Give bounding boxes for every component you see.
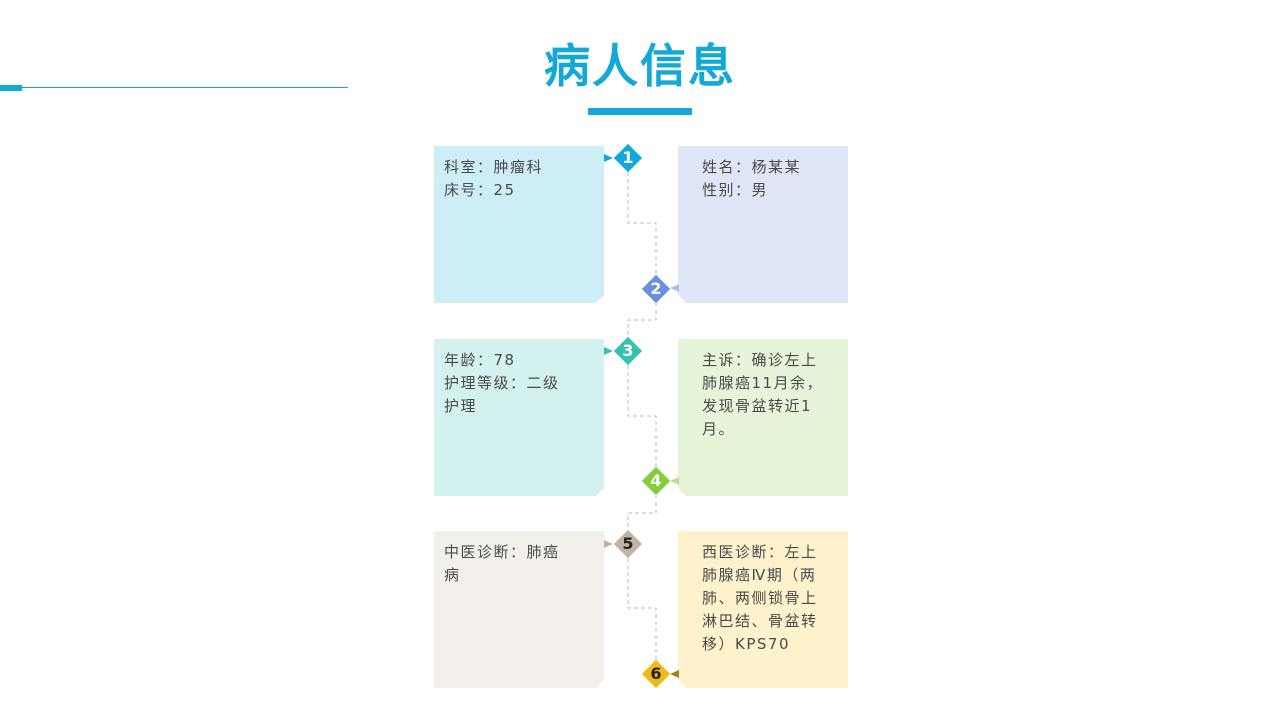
title-underline [588,108,692,115]
step-number: 1 [622,148,634,167]
pointer-triangle [670,670,679,678]
step-badge: 5 [613,529,643,559]
step-number: 2 [650,279,662,298]
info-card-name: 姓名：杨某某 性别：男 [678,146,848,303]
header-decorative-block [0,85,22,91]
pointer-triangle [670,477,679,485]
step-number: 4 [650,471,662,490]
info-card-department: 科室：肿瘤科 床号：25 [434,146,604,303]
pointer-triangle [604,347,613,355]
step-number: 5 [622,534,634,553]
info-card-complaint: 主诉：确诊左上 肺腺癌11月余， 发现骨盆转近1 月。 [678,339,848,496]
step-number: 3 [622,341,634,360]
pointer-triangle [604,154,613,162]
header-decorative-line [0,87,348,88]
info-card-tcm-diagnosis: 中医诊断：肺癌 病 [434,531,604,688]
page-title: 病人信息 [544,39,736,93]
info-card-text: 姓名：杨某某 性别：男 [702,158,802,199]
info-card-western-diagnosis: 西医诊断：左上 肺腺癌Ⅳ期（两 肺、两侧锁骨上 淋巴结、骨盆转 移）KPS70 [678,531,848,688]
info-card-text: 西医诊断：左上 肺腺癌Ⅳ期（两 肺、两侧锁骨上 淋巴结、骨盆转 移）KPS70 [702,543,818,653]
info-card-text: 年龄：78 护理等级：二级 护理 [444,351,560,415]
info-card-age: 年龄：78 护理等级：二级 护理 [434,339,604,496]
step-badge: 3 [613,336,643,366]
pointer-triangle [604,540,613,548]
info-card-text: 中医诊断：肺癌 病 [444,543,560,584]
step-number: 6 [650,664,662,683]
step-badge: 6 [641,659,671,689]
step-badge: 1 [613,143,643,173]
step-badge: 2 [641,274,671,304]
info-card-text: 科室：肿瘤科 床号：25 [444,158,544,199]
info-card-text: 主诉：确诊左上 肺腺癌11月余， 发现骨盆转近1 月。 [702,351,824,438]
step-badge: 4 [641,466,671,496]
pointer-triangle [670,284,679,292]
